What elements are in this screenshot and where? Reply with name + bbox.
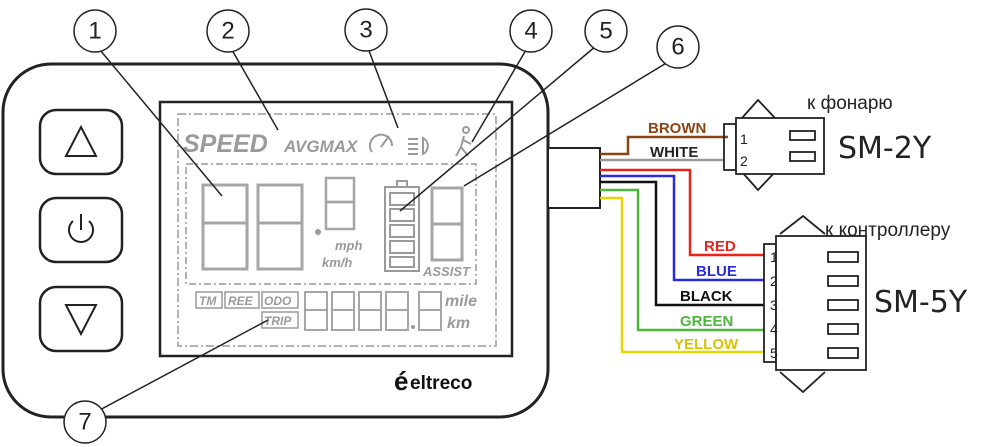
connector-sm-2y	[723, 98, 825, 192]
light-caption: к фонарю	[807, 93, 893, 114]
wire-blue	[600, 174, 764, 282]
callout-1: 1	[73, 9, 117, 53]
trip-label: TRIP	[264, 314, 292, 328]
wire-label-green: GREEN	[680, 313, 733, 330]
callout-4: 4	[509, 9, 553, 53]
odo-label: ODO	[264, 294, 292, 308]
sm5y-pin-5: 5	[770, 345, 778, 361]
controller-caption: к контроллеру	[825, 220, 951, 241]
headlight-icon	[408, 136, 429, 156]
wire-label-white: WHITE	[650, 144, 698, 161]
sm5y-pin-3: 3	[770, 297, 778, 313]
rem-label: REE	[228, 294, 254, 308]
svg-text:6: 6	[671, 34, 684, 61]
svg-text:2: 2	[221, 18, 234, 45]
tm-label: TM	[199, 294, 217, 308]
speed-digit-3	[324, 176, 356, 231]
walk-icon	[455, 126, 472, 157]
svg-text:é: é	[394, 366, 408, 396]
wire-green	[600, 188, 764, 332]
sm5y-pin-4: 4	[770, 321, 778, 337]
wire-black	[600, 180, 764, 307]
wire-red	[600, 168, 764, 257]
odometer-digits	[304, 291, 442, 331]
wire-label-brown: BROWN	[648, 120, 706, 137]
mile-label: mile	[445, 293, 477, 310]
svg-text:1: 1	[88, 18, 101, 45]
speedometer-icon	[369, 133, 394, 153]
avgmax-label: AVGMAX	[283, 137, 359, 156]
wire-label-yellow: YELLOW	[674, 336, 739, 353]
assist-label: ASSIST	[422, 264, 471, 279]
svg-text:eltreco: eltreco	[410, 373, 472, 394]
sm2y-pin-1: 1	[740, 131, 748, 147]
speed-display-frame	[185, 163, 477, 285]
speed-digit-1	[201, 183, 249, 271]
wire-brown	[600, 135, 728, 156]
callout-2: 2	[206, 9, 250, 53]
svg-text:7: 7	[78, 409, 91, 436]
power-icon	[68, 214, 94, 243]
callout-7: 7	[63, 400, 107, 444]
wire-label-blue: BLUE	[696, 263, 737, 280]
callout-5: 5	[584, 9, 628, 53]
sm5y-pin-2: 2	[770, 273, 778, 289]
sm2y-pin-2: 2	[740, 153, 748, 169]
assist-digit	[430, 186, 464, 262]
down-arrow-icon	[64, 304, 98, 337]
decimal-point	[315, 229, 321, 235]
kmh-label: km/h	[322, 255, 352, 270]
wire-label-black: BLACK	[680, 288, 733, 305]
sm5y-pin-1: 1	[770, 249, 778, 265]
speed-label: SPEED	[183, 130, 268, 158]
km-label: km	[447, 315, 470, 332]
speed-digit-2	[256, 183, 304, 271]
connector-sm-5y	[763, 214, 867, 394]
svg-text:5: 5	[599, 18, 612, 45]
svg-text:4: 4	[524, 18, 537, 45]
wire-label-red: RED	[704, 238, 736, 255]
up-button[interactable]	[38, 108, 124, 176]
wire-yellow	[600, 196, 764, 354]
mph-label: mph	[335, 238, 363, 253]
lcd-screen-outline	[177, 113, 497, 347]
brand-logo: é eltreco	[394, 366, 472, 396]
sm-2y-label: SM-2Y	[838, 131, 932, 166]
cable-sleeve	[547, 147, 601, 209]
down-button[interactable]	[38, 285, 124, 353]
callout-3: 3	[344, 8, 388, 52]
up-arrow-icon	[64, 124, 98, 157]
svg-text:3: 3	[359, 17, 372, 44]
sm-5y-label: SM-5Y	[874, 285, 968, 320]
callout-6: 6	[656, 25, 700, 69]
